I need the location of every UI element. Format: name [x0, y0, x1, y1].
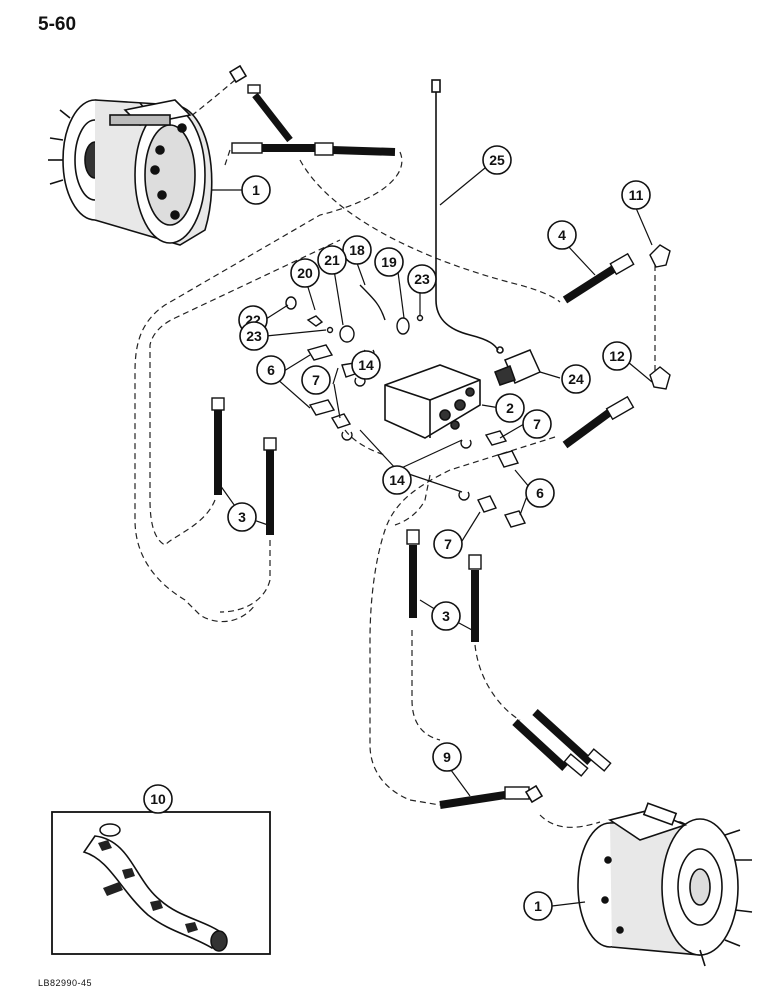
leader-lines [212, 167, 653, 907]
callout-label: 7 [533, 416, 541, 432]
callout-group: 1 25 11 4 18 21 20 19 23 22 23 6 14 7 24… [143, 145, 651, 921]
callout-label: 23 [414, 271, 430, 287]
callout-label: 3 [238, 509, 246, 525]
callout-18: 18 [342, 235, 372, 265]
callout-label: 9 [443, 749, 451, 765]
callout-label: 19 [381, 254, 397, 270]
callout-25: 25 [482, 145, 512, 175]
callout-7-right: 7 [522, 409, 552, 439]
solenoid-24 [494, 349, 541, 386]
callout-20: 20 [290, 258, 320, 288]
callout-3-left: 3 [227, 502, 257, 532]
callout-label: 10 [150, 791, 166, 807]
dashed-routing-lines [134, 79, 656, 828]
callout-6-right: 6 [525, 478, 555, 508]
valve-block [384, 364, 481, 439]
fittings [285, 244, 671, 528]
callout-3-lower: 3 [431, 601, 461, 631]
callout-label: 14 [358, 357, 374, 373]
callout-14-lower: 14 [382, 465, 412, 495]
callout-19: 19 [374, 247, 404, 277]
callout-label: 2 [506, 400, 514, 416]
callout-label: 7 [444, 536, 452, 552]
callout-label: 3 [442, 608, 450, 624]
callout-6-left: 6 [256, 355, 286, 385]
callout-12: 12 [602, 341, 632, 371]
callout-2: 2 [495, 393, 525, 423]
callout-9: 9 [432, 742, 462, 772]
hub-motor-top-left [48, 99, 213, 246]
callout-label: 24 [568, 371, 584, 387]
callout-label: 23 [246, 328, 262, 344]
callout-label: 12 [609, 348, 625, 364]
page-number: 5-60 [38, 14, 77, 35]
callout-label: 18 [349, 242, 365, 258]
callout-11: 11 [621, 180, 651, 210]
callout-7-left: 7 [301, 365, 331, 395]
hoses [211, 65, 635, 809]
callout-label: 7 [312, 372, 320, 388]
callout-label: 14 [389, 472, 405, 488]
callout-label: 6 [267, 362, 275, 378]
callout-23-upper: 23 [407, 264, 437, 294]
inset-hose-sleeve [51, 808, 271, 955]
callout-1-top: 1 [241, 175, 271, 205]
callout-4: 4 [547, 220, 577, 250]
callout-21: 21 [317, 245, 347, 275]
callout-label: 11 [629, 187, 644, 203]
callout-10: 10 [143, 784, 173, 814]
callout-23-lower: 23 [239, 321, 269, 351]
figure-code: LB82990-45 [38, 978, 93, 988]
callout-label: 1 [534, 898, 542, 914]
callout-1-bottom: 1 [523, 891, 553, 921]
callout-label: 25 [489, 152, 505, 168]
hub-motor-bottom-right [577, 802, 753, 967]
callout-14-upper: 14 [351, 350, 381, 380]
callout-label: 20 [297, 265, 313, 281]
callout-label: 1 [252, 182, 260, 198]
wire-harness [431, 79, 504, 354]
callout-label: 4 [558, 227, 566, 243]
callout-label: 6 [536, 485, 544, 501]
callout-7-lower: 7 [433, 529, 463, 559]
callout-label: 21 [324, 252, 340, 268]
callout-24: 24 [561, 364, 591, 394]
